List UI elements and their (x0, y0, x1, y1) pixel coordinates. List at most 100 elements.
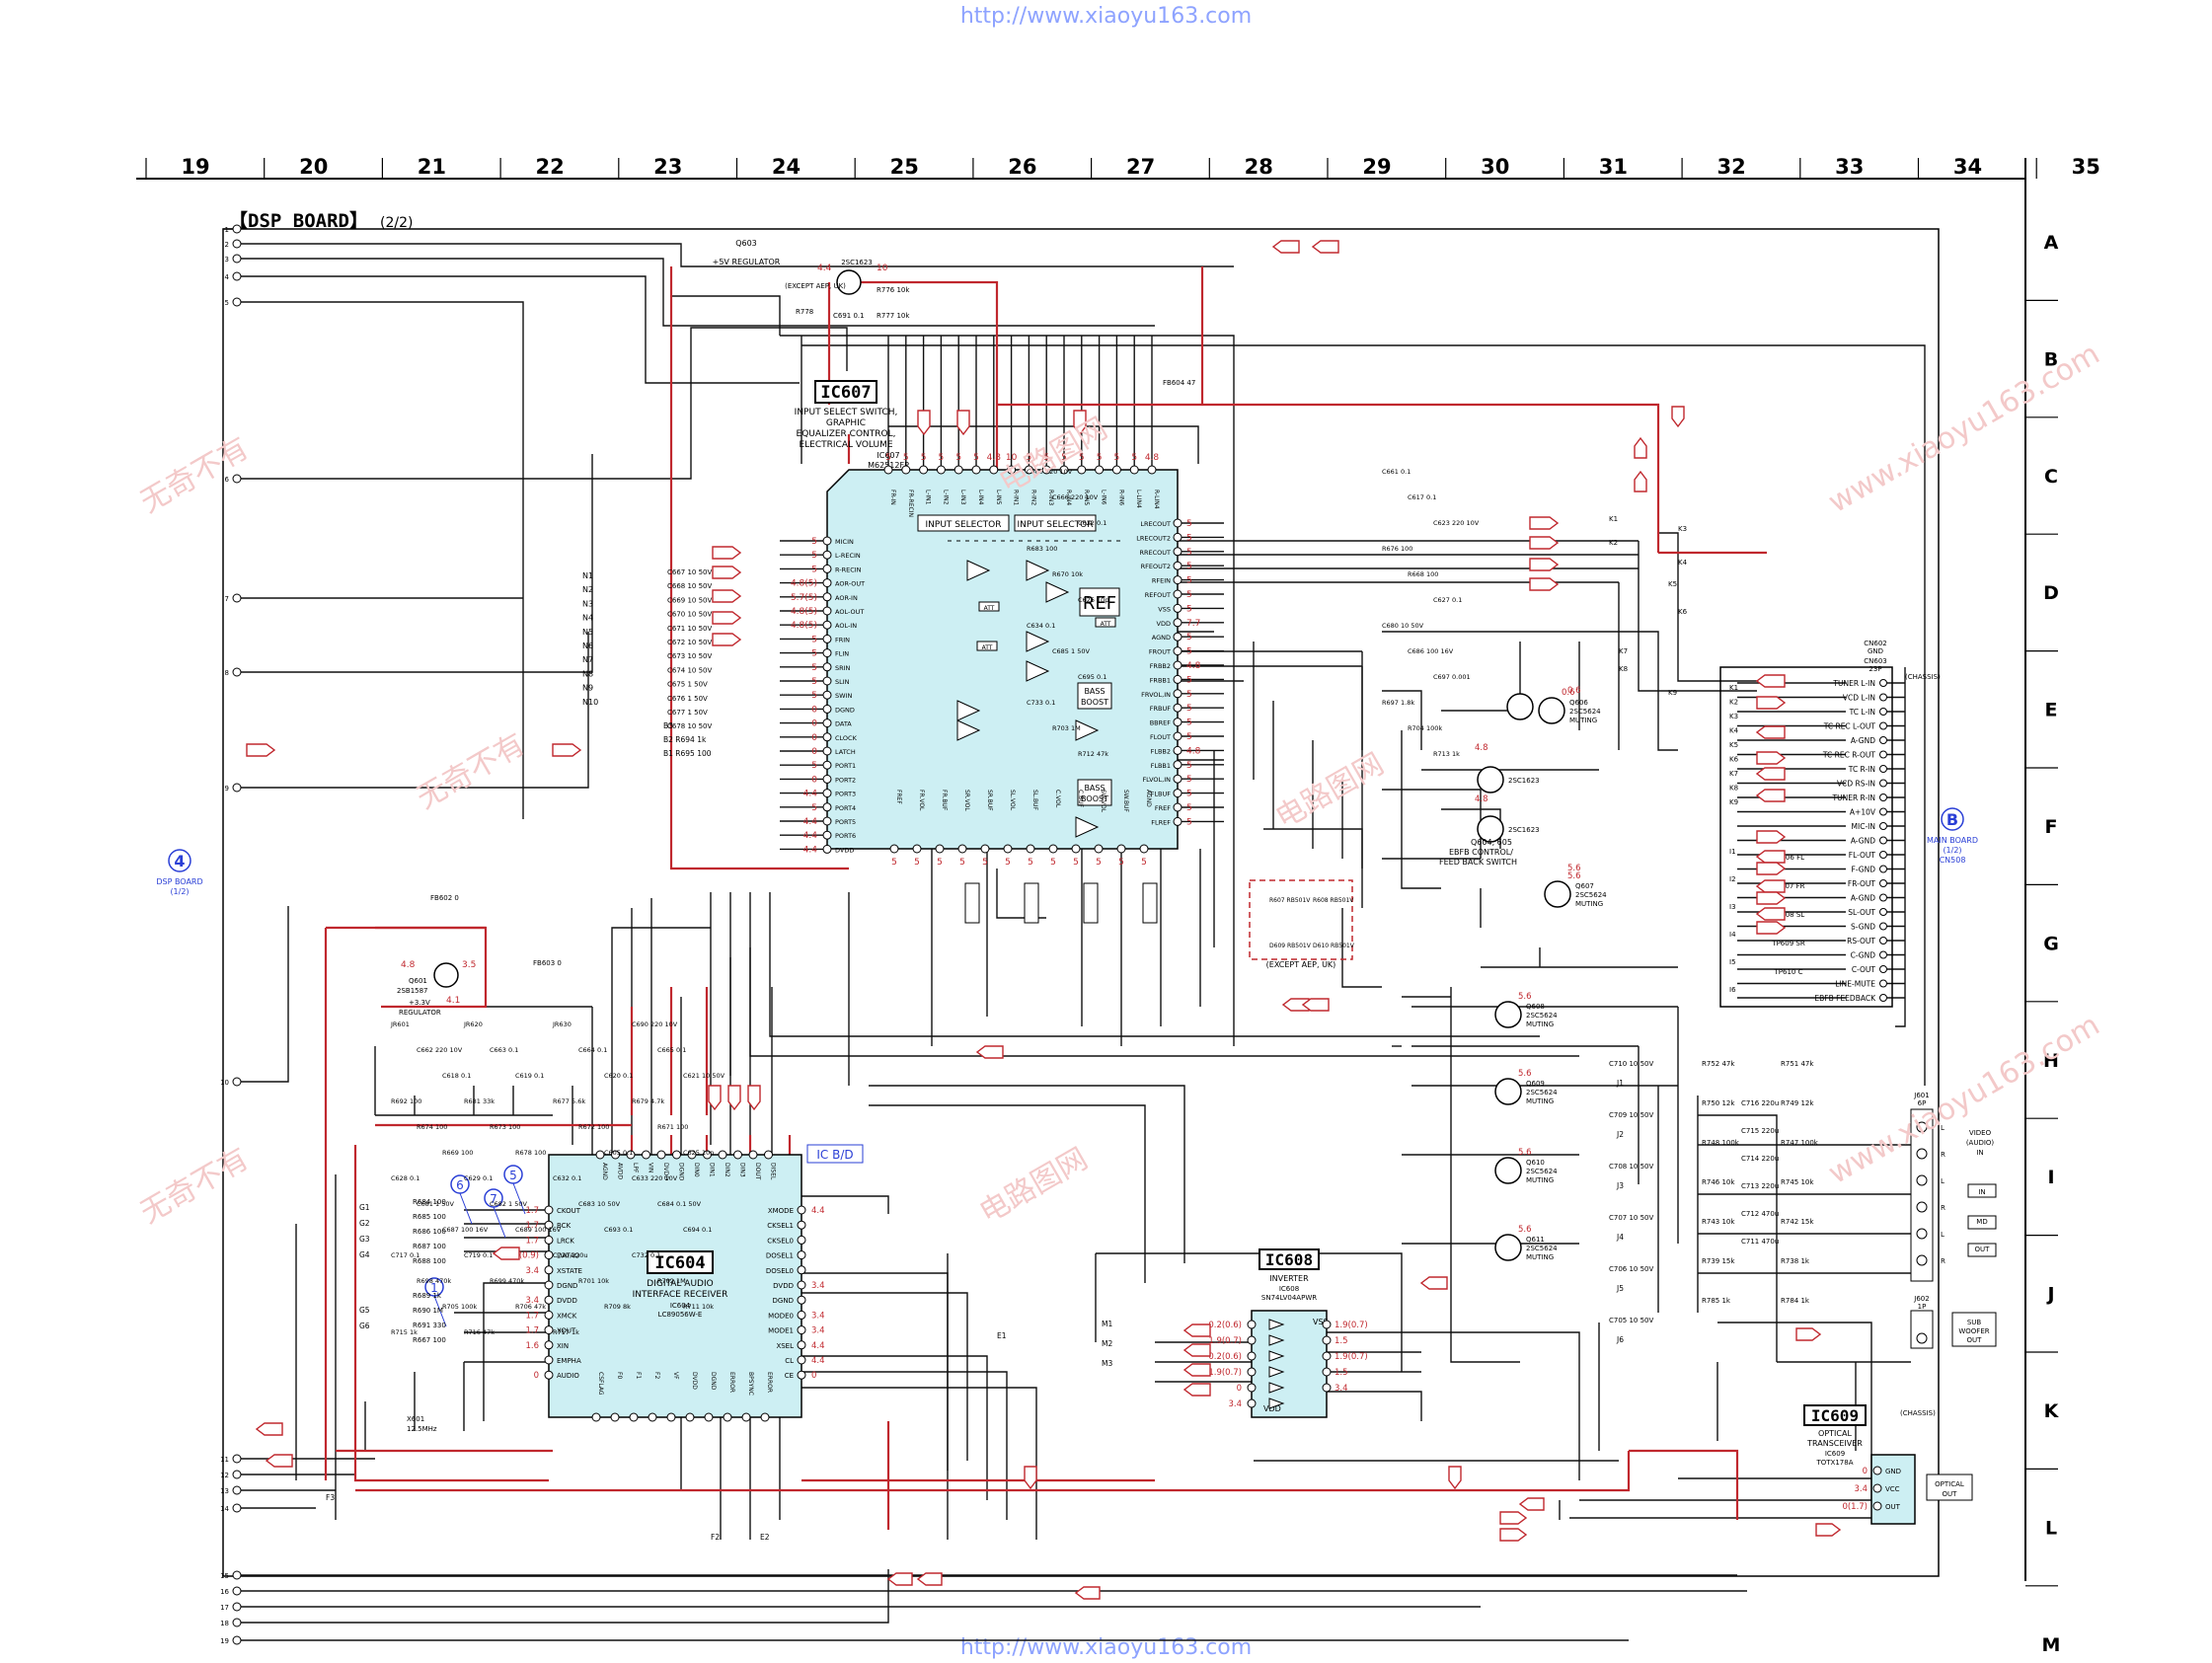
component-label: C662 220 10V (417, 1046, 463, 1054)
k-net-label: K4 (1678, 559, 1688, 567)
cn602-signal: A+10V (1850, 808, 1876, 817)
cn602-signal: A-GND (1851, 837, 1875, 846)
left-pin-number: 1 (225, 226, 229, 234)
ic604-bottom-pin-label: DGND (710, 1372, 717, 1391)
ic607-bottom-pin (980, 844, 990, 854)
cn602-pin (1879, 994, 1887, 1002)
column-label: 28 (1245, 155, 1273, 179)
ic604-left-pin (544, 1250, 554, 1260)
connector-main-board-page: (1/2) (1943, 846, 1961, 855)
ic607-left-pin (822, 830, 832, 840)
ic607-bottom-pin-label: FREF (895, 790, 902, 804)
ic607-right-pin-voltage: 5 (1186, 647, 1192, 657)
marker-leader (459, 1192, 473, 1225)
ic607-top-pin (883, 465, 893, 475)
ic608-right-voltage: 1.5 (1335, 1336, 1348, 1346)
ic604-top-pin (656, 1150, 666, 1160)
b-net-label: B2 R694 1k (663, 735, 707, 744)
signal-arrow (1311, 240, 1339, 254)
ic607-right-pin-label: FLOUT (1150, 733, 1171, 741)
ic607-bottom-pin (1071, 844, 1081, 854)
wire (1658, 532, 1757, 682)
ic607-right-pin-label: FRVOL,IN (1141, 691, 1171, 699)
watermark-text: 电路图网 (974, 1142, 1094, 1231)
component-label: R699 470k (490, 1277, 524, 1285)
ic607-right-pin-voltage: 5 (1186, 533, 1192, 543)
ic607-desc-3: EQUALIZER CONTROL, (797, 429, 896, 439)
ic607-right-pin-voltage: 5 (1186, 675, 1192, 685)
component-label: C689 100 16V (515, 1226, 562, 1234)
cn602-left-net: K8 (1729, 785, 1738, 793)
left-pin (232, 1485, 242, 1495)
ic607-left-pin (822, 704, 832, 714)
wire (1717, 1322, 1872, 1500)
ic607-left-pin-label: AOR-IN (835, 594, 858, 602)
ic604-bottom-pin (648, 1412, 657, 1422)
signal-arrow (1529, 536, 1560, 550)
wire (241, 301, 524, 819)
signal-arrow (712, 546, 742, 560)
ic607-left-pin (822, 844, 832, 854)
cn602-left-net: K2 (1729, 699, 1738, 707)
ic604-right-pin (797, 1250, 806, 1260)
ic608-left-pin (1247, 1367, 1257, 1377)
component-label: C684 0.1 50V (657, 1200, 702, 1208)
signal-arrow (492, 1247, 520, 1260)
cn602-signal: A-GND (1851, 894, 1875, 903)
ic607-left-pin-voltage: 4.4 (803, 817, 818, 827)
q610-desc: MUTING (1526, 1176, 1554, 1184)
j601-label: OUT (1975, 1246, 1991, 1253)
component-label: R674 100 (417, 1123, 447, 1131)
q601-desc-1: +3.3V (409, 999, 430, 1007)
except-part-1: R607 RB501V (1269, 897, 1311, 904)
component-label: C664 0.1 (578, 1046, 607, 1054)
wire (801, 1355, 988, 1500)
except-box-label: (EXCEPT AEP, UK) (1266, 960, 1336, 969)
ic604-top-pin-label: AGND (601, 1163, 608, 1180)
ic607-left-pin-label: AOR-OUT (835, 580, 865, 588)
ic607-right-pin-voltage: 5 (1186, 562, 1192, 571)
signal-arrow (255, 1422, 283, 1436)
wire (869, 1085, 1185, 1263)
left-net-label: N3 (582, 599, 593, 608)
signal-arrow (1756, 891, 1787, 905)
ic604-top-pin-label: VIN (648, 1163, 654, 1172)
signal-arrow (712, 633, 742, 646)
j602-label-3: OUT (1967, 1336, 1983, 1344)
cn602-left-net: I4 (1729, 931, 1736, 939)
ic607-left-pin-label: PORT6 (835, 832, 856, 840)
ic604-left-pin (544, 1205, 554, 1215)
ic607-right-pin-label: VSS (1158, 605, 1171, 613)
cn602-pin (1879, 794, 1887, 801)
jack (1916, 1201, 1928, 1213)
jack-channel: R (1941, 1204, 1945, 1212)
jack-channel: R (1941, 1257, 1945, 1265)
cn602-body (1719, 666, 1893, 1008)
cn602-ref: CN602 (1864, 640, 1887, 647)
ic607-right-pin (1173, 589, 1182, 599)
cn602-signal: RS-OUT (1847, 937, 1875, 945)
component-label: C690 220 10V (632, 1020, 678, 1028)
ic607-right-pin-label: FRBB1 (1150, 676, 1171, 684)
signal-arrow (246, 743, 276, 757)
ic607-left-pin (822, 648, 832, 658)
wire (749, 892, 1579, 1057)
ic604-top-pin (595, 1150, 605, 1160)
power-wire (1629, 1449, 1739, 1520)
test-point-label: TP606 FL (1772, 854, 1804, 862)
ic607-right-pin-voltage: 5 (1186, 576, 1192, 586)
signal-arrow (1756, 751, 1787, 765)
ic604-left-pin-label: AUDIO (557, 1372, 579, 1380)
ic607-top-pin (971, 465, 981, 475)
e-net-label: E1 (997, 1331, 1007, 1340)
cn602-pin (1879, 708, 1887, 716)
column-label: 23 (653, 155, 682, 179)
ic604-left-pin-voltage: 3.4 (525, 1296, 539, 1306)
ic604-left-pin-label: EMPHA (557, 1357, 581, 1365)
output-resistor: R742 15k (1781, 1218, 1814, 1226)
k-net-label: K5 (1668, 580, 1677, 588)
output-resistor: R751 47k (1781, 1060, 1814, 1068)
q607-symbol (1544, 880, 1571, 908)
ic604-top-pin-label: DOUT (754, 1163, 761, 1180)
